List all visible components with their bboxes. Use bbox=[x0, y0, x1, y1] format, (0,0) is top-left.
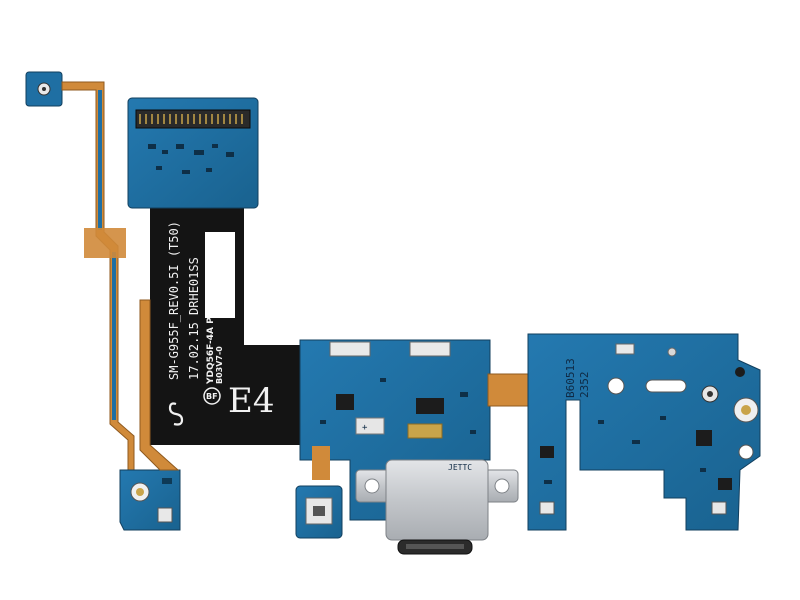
samsung-s-logo-icon bbox=[168, 402, 184, 426]
bottom-left-board bbox=[119, 469, 181, 531]
mic-tab bbox=[295, 446, 343, 539]
usb-port-board: + bbox=[299, 339, 491, 521]
side-code-a: B60513 bbox=[564, 358, 577, 398]
flex-model-rev: SM-G955F_REV0.5I (T50) bbox=[167, 221, 181, 380]
usb-c-port: JETTC bbox=[355, 459, 519, 555]
board-to-board-connector bbox=[135, 109, 251, 129]
contact-pad bbox=[409, 341, 451, 357]
right-board: B60513 2352 bbox=[527, 333, 761, 531]
top-connector-board bbox=[127, 97, 259, 209]
flex-lot-a: YDQ56F-4A P bbox=[206, 317, 216, 385]
copper-bridge bbox=[487, 373, 529, 407]
flex-board-mark: E4 bbox=[228, 381, 274, 421]
ic-chip bbox=[407, 423, 443, 439]
contact-pad bbox=[329, 341, 371, 357]
svg-text:BF: BF bbox=[206, 392, 218, 401]
flex-lot-b: B03V7-0 bbox=[215, 346, 224, 384]
left-copper-flex bbox=[25, 71, 135, 487]
white-label-sticker bbox=[205, 232, 235, 318]
side-code-b: 2352 bbox=[578, 372, 591, 399]
black-flex-cable: SM-G955F_REV0.5I (T50) 17.02.15 DRHE01SS… bbox=[139, 205, 306, 471]
port-marking: JETTC bbox=[448, 463, 472, 472]
flex-date-code: 17.02.15 DRHE01SS bbox=[187, 257, 201, 380]
bf-circle-icon: BF bbox=[203, 387, 221, 405]
svg-text:+: + bbox=[362, 423, 368, 433]
